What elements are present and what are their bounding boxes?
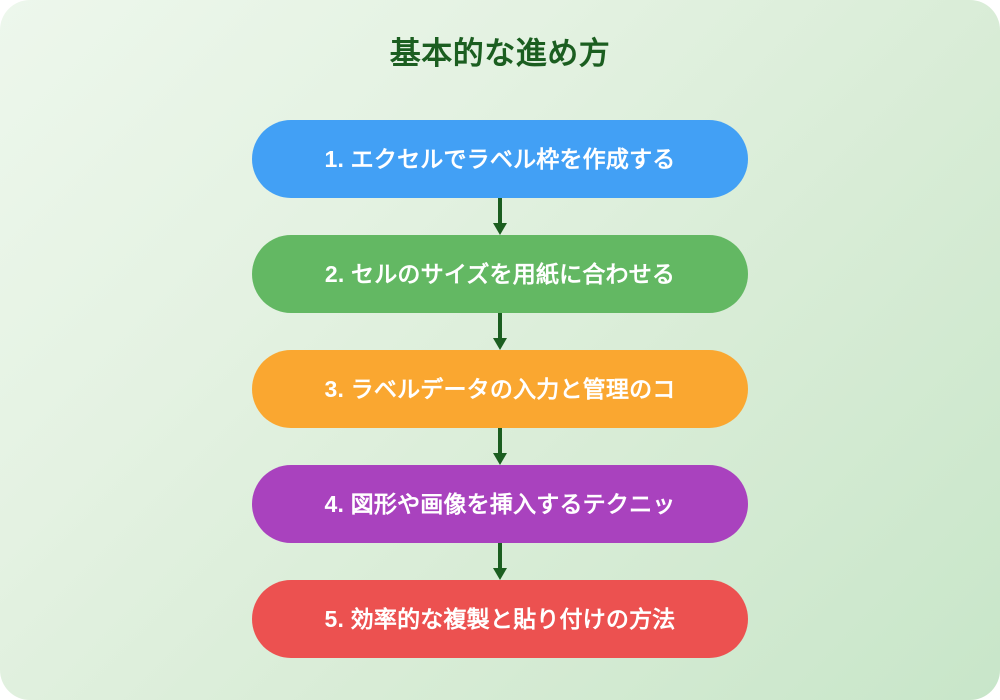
connector-arrowhead-3 (493, 453, 507, 465)
connector-arrowhead-1 (493, 223, 507, 235)
step-label-3: 3. ラベルデータの入力と管理のコ (324, 376, 676, 402)
step-box-2[interactable]: 2. セルのサイズを用紙に合わせる (252, 235, 748, 313)
flow-step-3: 3. ラベルデータの入力と管理のコ (252, 350, 748, 428)
flow-step-1: 1. エクセルでラベル枠を作成する (252, 120, 748, 198)
flow-step-4: 4. 図形や画像を挿入するテクニッ (252, 465, 748, 543)
step-box-1[interactable]: 1. エクセルでラベル枠を作成する (252, 120, 748, 198)
page-title: 基本的な進め方 (389, 36, 611, 71)
connector-line-3 (498, 428, 502, 454)
connector-arrowhead-4 (493, 568, 507, 580)
step-box-4[interactable]: 4. 図形や画像を挿入するテクニッ (252, 465, 748, 543)
step-box-5[interactable]: 5. 効率的な複製と貼り付けの方法 (252, 580, 748, 658)
connector-arrow-1 (252, 198, 748, 235)
step-label-2: 2. セルのサイズを用紙に合わせる (324, 261, 676, 287)
step-box-3[interactable]: 3. ラベルデータの入力と管理のコ (252, 350, 748, 428)
connector-arrow-4 (252, 543, 748, 580)
connector-line-2 (498, 313, 502, 339)
flow-step-5: 5. 効率的な複製と貼り付けの方法 (252, 580, 748, 658)
step-label-1: 1. エクセルでラベル枠を作成する (324, 146, 676, 172)
connector-arrow-3 (252, 428, 748, 465)
step-label-5: 5. 効率的な複製と貼り付けの方法 (324, 606, 676, 632)
flow-step-2: 2. セルのサイズを用紙に合わせる (252, 235, 748, 313)
connector-line-4 (498, 543, 502, 569)
connector-arrow-2 (252, 313, 748, 350)
flowchart-steps: 1. エクセルでラベル枠を作成する 2. セルのサイズを用紙に合わせる (252, 120, 748, 658)
connector-line-1 (498, 198, 502, 224)
connector-arrowhead-2 (493, 338, 507, 350)
step-label-4: 4. 図形や画像を挿入するテクニッ (324, 491, 676, 517)
